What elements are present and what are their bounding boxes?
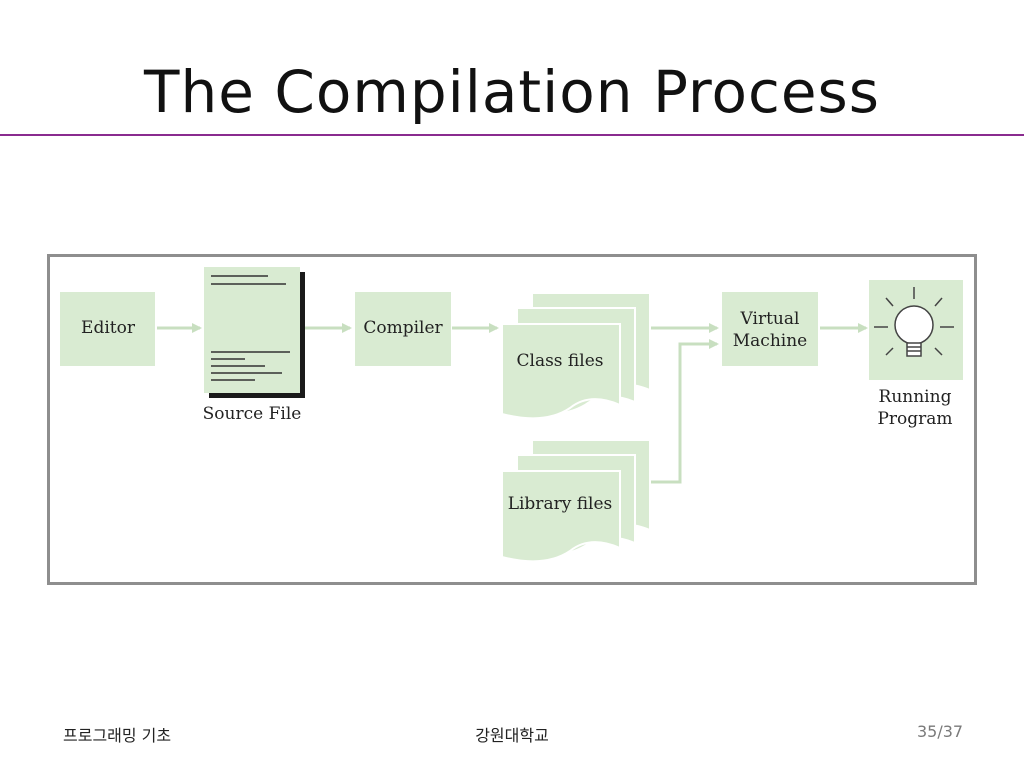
editor-label: Editor — [81, 318, 136, 338]
compiler-label: Compiler — [363, 318, 443, 338]
virtual-machine-box — [722, 292, 818, 366]
document-icon — [204, 267, 305, 398]
lightbulb-icon — [874, 287, 954, 357]
class-files-label: Class files — [517, 351, 604, 371]
slide-title: The Compilation Process — [144, 58, 880, 126]
compiler-box — [355, 292, 451, 366]
title-divider — [0, 134, 1024, 136]
flow-arrows — [157, 323, 868, 484]
library-files-stack — [501, 439, 651, 563]
arrow-library-to-vm — [650, 339, 719, 484]
footer-university: 강원대학교 — [475, 726, 549, 745]
running-program-label-line1: Running — [879, 387, 952, 407]
footer-page-number: 35/37 — [917, 722, 964, 741]
virtual-machine-label-line2: Machine — [733, 331, 807, 351]
source-file-label: Source File — [203, 404, 302, 424]
virtual-machine-label-line1: Virtual — [740, 309, 800, 329]
footer-course-name: 프로그래밍 기초 — [63, 726, 172, 745]
library-files-label: Library files — [508, 494, 613, 514]
editor-box — [60, 292, 155, 366]
class-files-stack — [501, 292, 651, 420]
running-program-label-line2: Program — [877, 409, 952, 429]
